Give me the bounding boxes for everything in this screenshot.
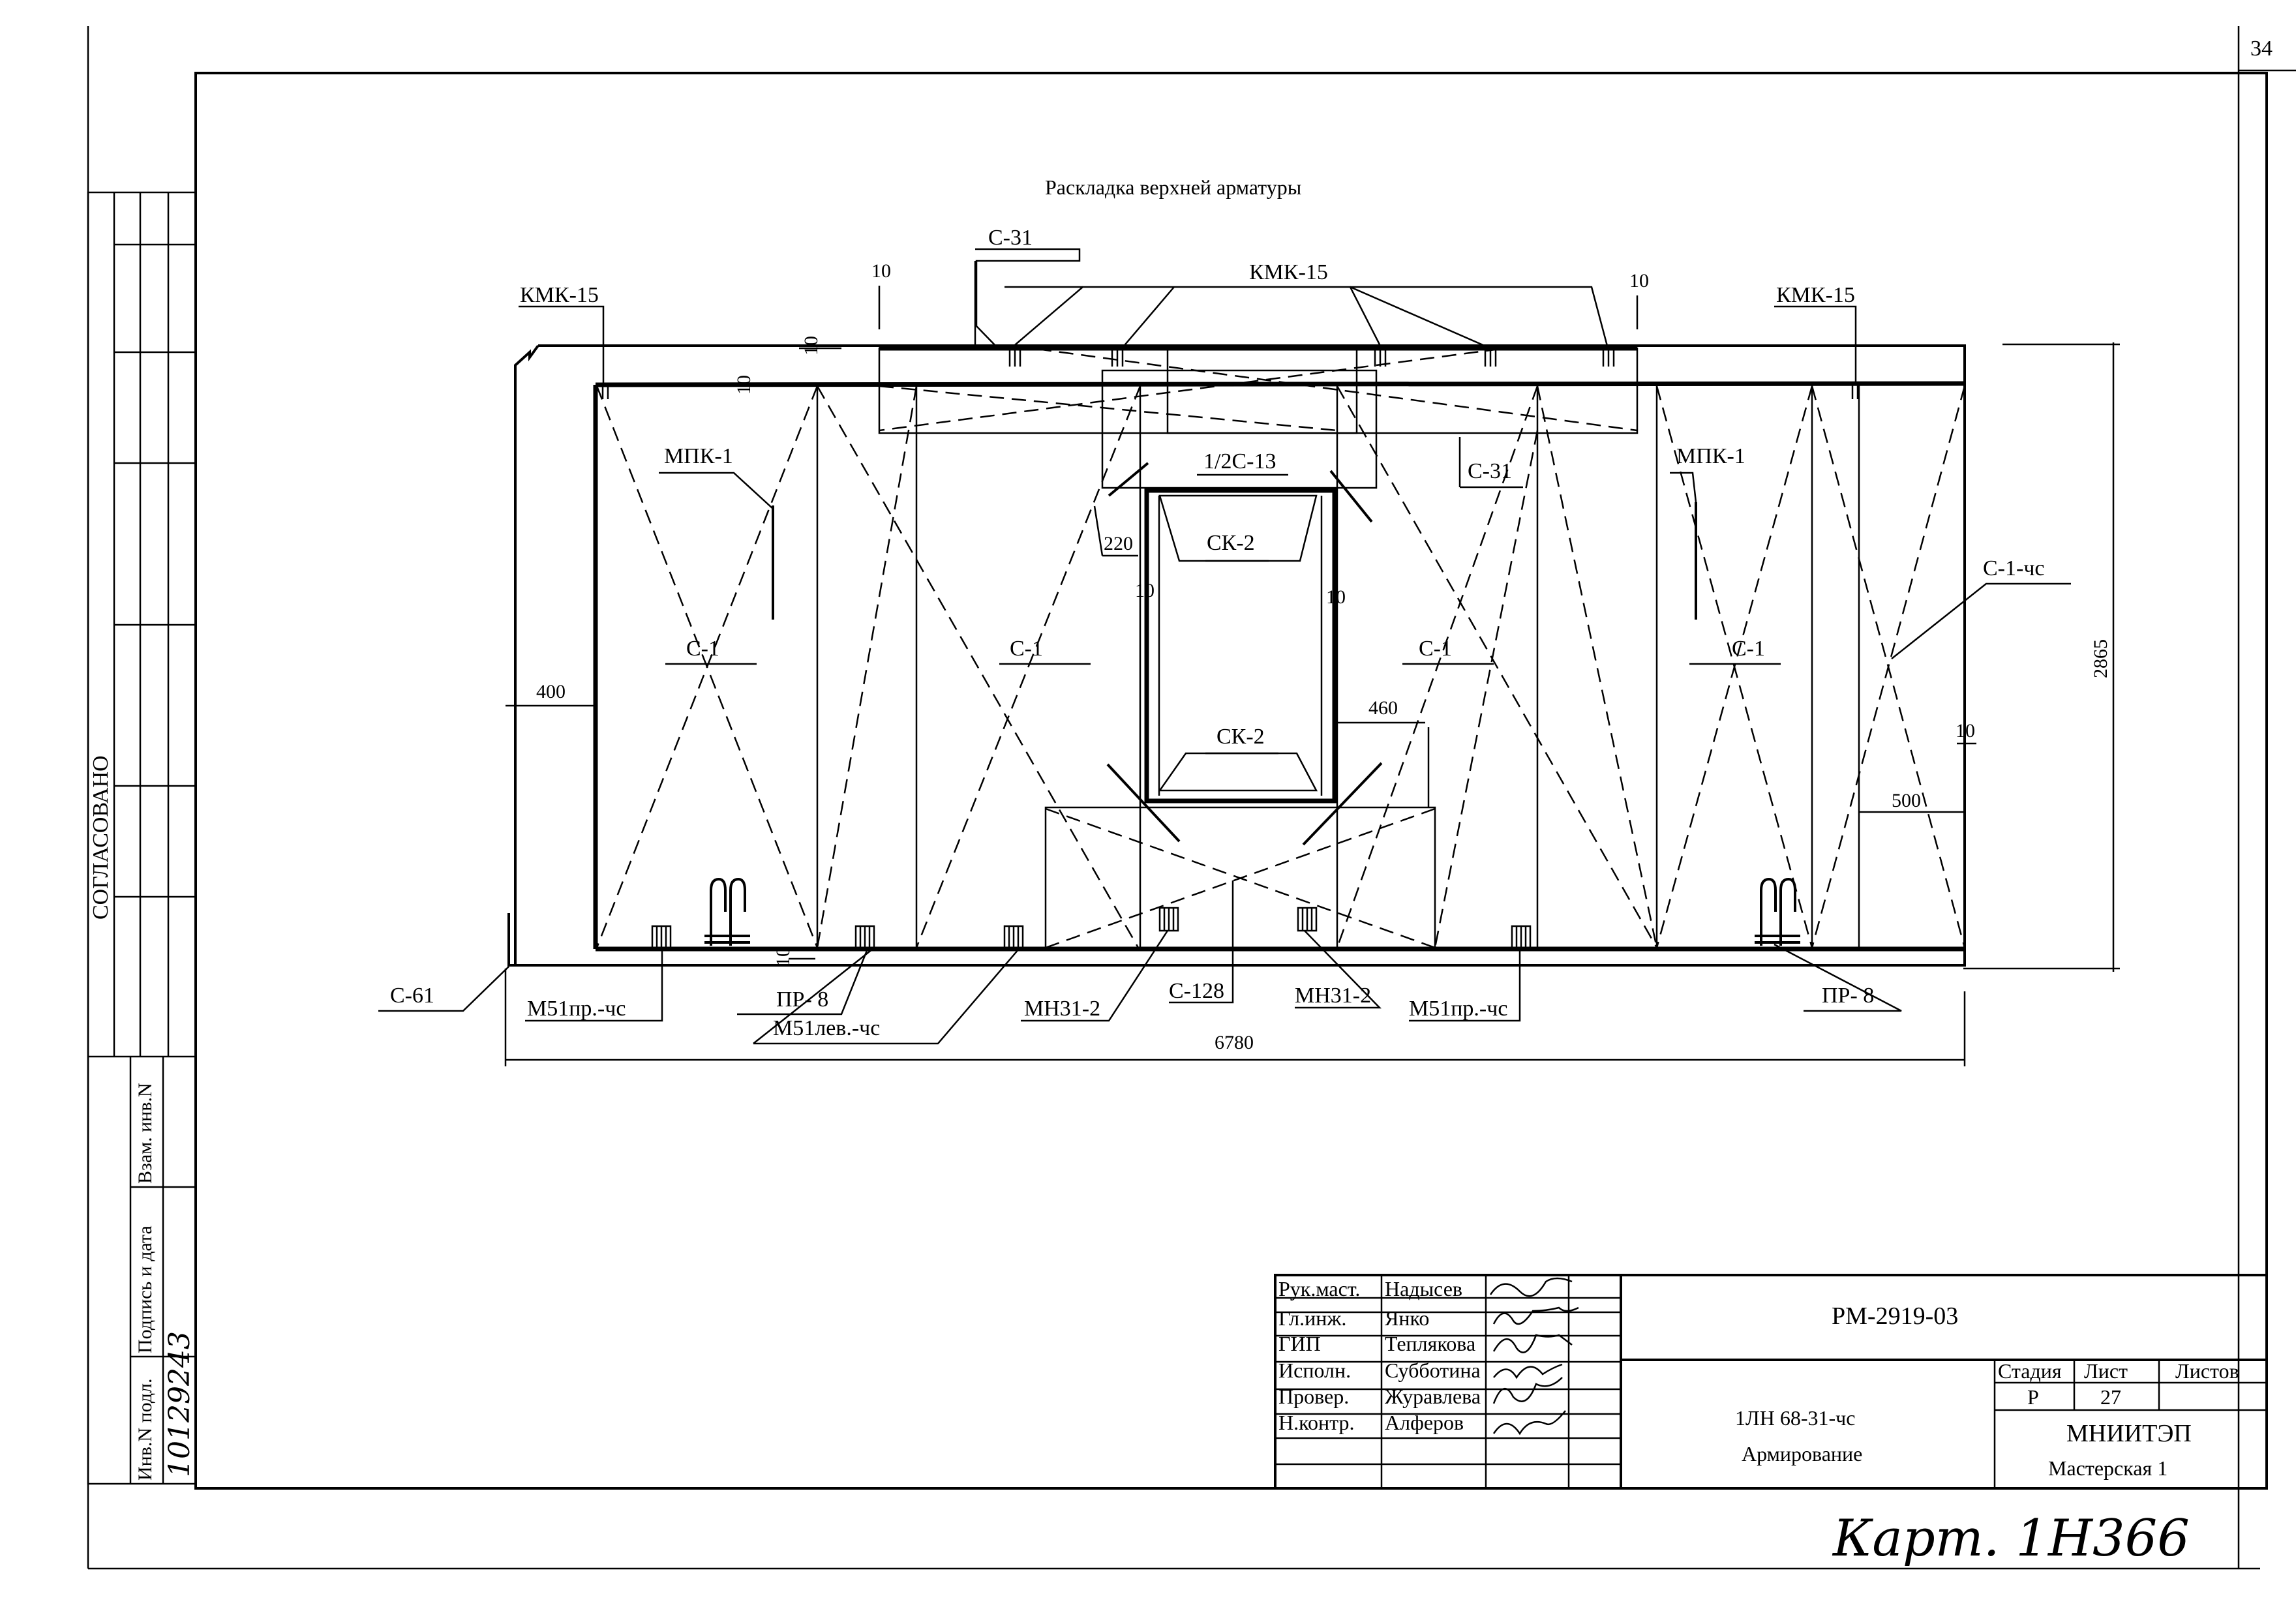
- label-m51pr-left: М51пр.-чс: [527, 997, 626, 1021]
- dim-10-top-right: 10: [1629, 270, 1649, 292]
- tb-product: 1ЛН 68-31-чс: [1735, 1406, 1855, 1430]
- tb-role-5: Н.контр.: [1278, 1411, 1355, 1434]
- label-kmk15-right: КМК-15: [1776, 283, 1855, 307]
- tb-name-1: Янко: [1385, 1306, 1429, 1330]
- tb-stage-header: Стадия: [1998, 1359, 2062, 1383]
- label-pr8-left: ПР- 8: [776, 987, 828, 1012]
- tb-role-3: Исполн.: [1278, 1359, 1351, 1382]
- label-c1-b: С-1: [1010, 637, 1043, 661]
- label-c1-chs: С-1-чс: [1983, 556, 2045, 580]
- dim-460: 460: [1368, 697, 1398, 719]
- signatures: [1489, 1277, 1579, 1436]
- tb-subject: Армирование: [1742, 1442, 1862, 1466]
- tb-role-2: ГИП: [1278, 1332, 1321, 1355]
- agreed-stamp-text: СОГЛАСОВАНО: [89, 755, 113, 920]
- handwritten-inventory-number: 10129243: [163, 1331, 196, 1477]
- sheet-corner-number-box: 34: [2239, 37, 2296, 72]
- leader-lines: [378, 248, 2071, 1045]
- label-mn31-left: МН31-2: [1024, 997, 1100, 1021]
- element-labels: КМК-15 С-31 КМК-15 КМК-15 МПК-1 МПК-1 1/…: [390, 226, 2045, 1040]
- dimension-lines: [504, 286, 2120, 1066]
- tb-name-2: Теплякова: [1385, 1332, 1475, 1355]
- label-c31-right: С-31: [1468, 459, 1512, 483]
- tb-sheet-header: Лист: [2084, 1359, 2128, 1383]
- dim-2865: 2865: [2090, 639, 2111, 678]
- label-c128: С-128: [1169, 979, 1224, 1003]
- tb-sheet: 27: [2100, 1385, 2121, 1409]
- tb-stage: Р: [2027, 1385, 2039, 1409]
- dim-10-bottom: 10: [772, 947, 794, 967]
- label-kmk15-left: КМК-15: [520, 283, 599, 307]
- label-c1-c: С-1: [1419, 637, 1452, 661]
- tb-name-3: Субботина: [1385, 1359, 1481, 1382]
- label-mpk1-right: МПК-1: [1676, 444, 1745, 468]
- dim-10-ck-right: 10: [1326, 586, 1346, 608]
- label-mn31-right: МН31-2: [1295, 984, 1371, 1008]
- podpis-data-text: Подпись и дата: [134, 1226, 156, 1353]
- sheet-frame: [87, 26, 2268, 1570]
- vzam-inv-text: Взам. инв.N: [134, 1083, 156, 1184]
- dim-500: 500: [1892, 790, 1921, 811]
- tb-org: МНИИТЭП: [2066, 1420, 2192, 1447]
- drawing-title: Раскладка верхней арматуры: [1045, 175, 1301, 199]
- label-m51pr-right: М51пр.-чс: [1409, 997, 1507, 1021]
- title-block: Рук.маст. Гл.инж. ГИП Исполн. Провер. Н.…: [1274, 1274, 2268, 1490]
- dim-400: 400: [536, 681, 566, 702]
- label-c1-a: С-1: [686, 637, 719, 661]
- sheet-corner-number: 34: [2250, 37, 2273, 61]
- label-ck2-top: СК-2: [1207, 531, 1255, 555]
- rebar-ticks: [507, 348, 1859, 967]
- side-stamp: СОГЛАСОВАНО Инв.N подл. Подпись и дата В…: [87, 191, 197, 1485]
- tb-role-0: Рук.маст.: [1278, 1277, 1360, 1301]
- dim-10-side-b: 10: [733, 375, 755, 395]
- label-kmk15-center: КМК-15: [1249, 260, 1328, 284]
- dim-10-top-left: 10: [871, 260, 891, 282]
- tb-workshop: Мастерская 1: [2048, 1456, 2168, 1480]
- dimension-labels: 10 10 10 10 10 10 10 10 220 400 460 500 …: [536, 260, 2111, 1053]
- dim-220: 220: [1104, 533, 1133, 554]
- wall-panel-outline: [514, 344, 1966, 967]
- tb-role-1: Гл.инж.: [1278, 1306, 1346, 1330]
- dim-6780: 6780: [1215, 1032, 1254, 1053]
- tb-sheets-header: Листов: [2175, 1359, 2239, 1383]
- dim-10-ck-left: 10: [1135, 580, 1155, 601]
- handwritten-note: Карт. 1Н366: [1832, 1509, 2190, 1568]
- label-c61: С-61: [390, 984, 434, 1008]
- tb-name-0: Надысев: [1385, 1277, 1462, 1301]
- dim-10-side-a: 10: [800, 336, 822, 355]
- label-c31-top: С-31: [988, 226, 1033, 250]
- inv-podl-text: Инв.N подл.: [134, 1379, 156, 1481]
- label-c1-d: С-1: [1732, 637, 1765, 661]
- label-m51lev: М51лев.-чс: [773, 1016, 880, 1040]
- dim-10-right: 10: [1956, 720, 1975, 742]
- label-ck2-bottom: СК-2: [1216, 725, 1265, 749]
- tb-doc-code: РМ-2919-03: [1832, 1302, 1958, 1330]
- label-half-c13: 1/2С-13: [1203, 449, 1276, 474]
- label-pr8-right: ПР- 8: [1822, 984, 1874, 1008]
- tb-name-5: Алферов: [1385, 1411, 1464, 1434]
- tb-role-4: Провер.: [1278, 1385, 1349, 1408]
- label-mpk1-left: МПК-1: [664, 444, 733, 468]
- mesh-braces: [596, 348, 1966, 949]
- tb-name-4: Журавлева: [1385, 1385, 1481, 1408]
